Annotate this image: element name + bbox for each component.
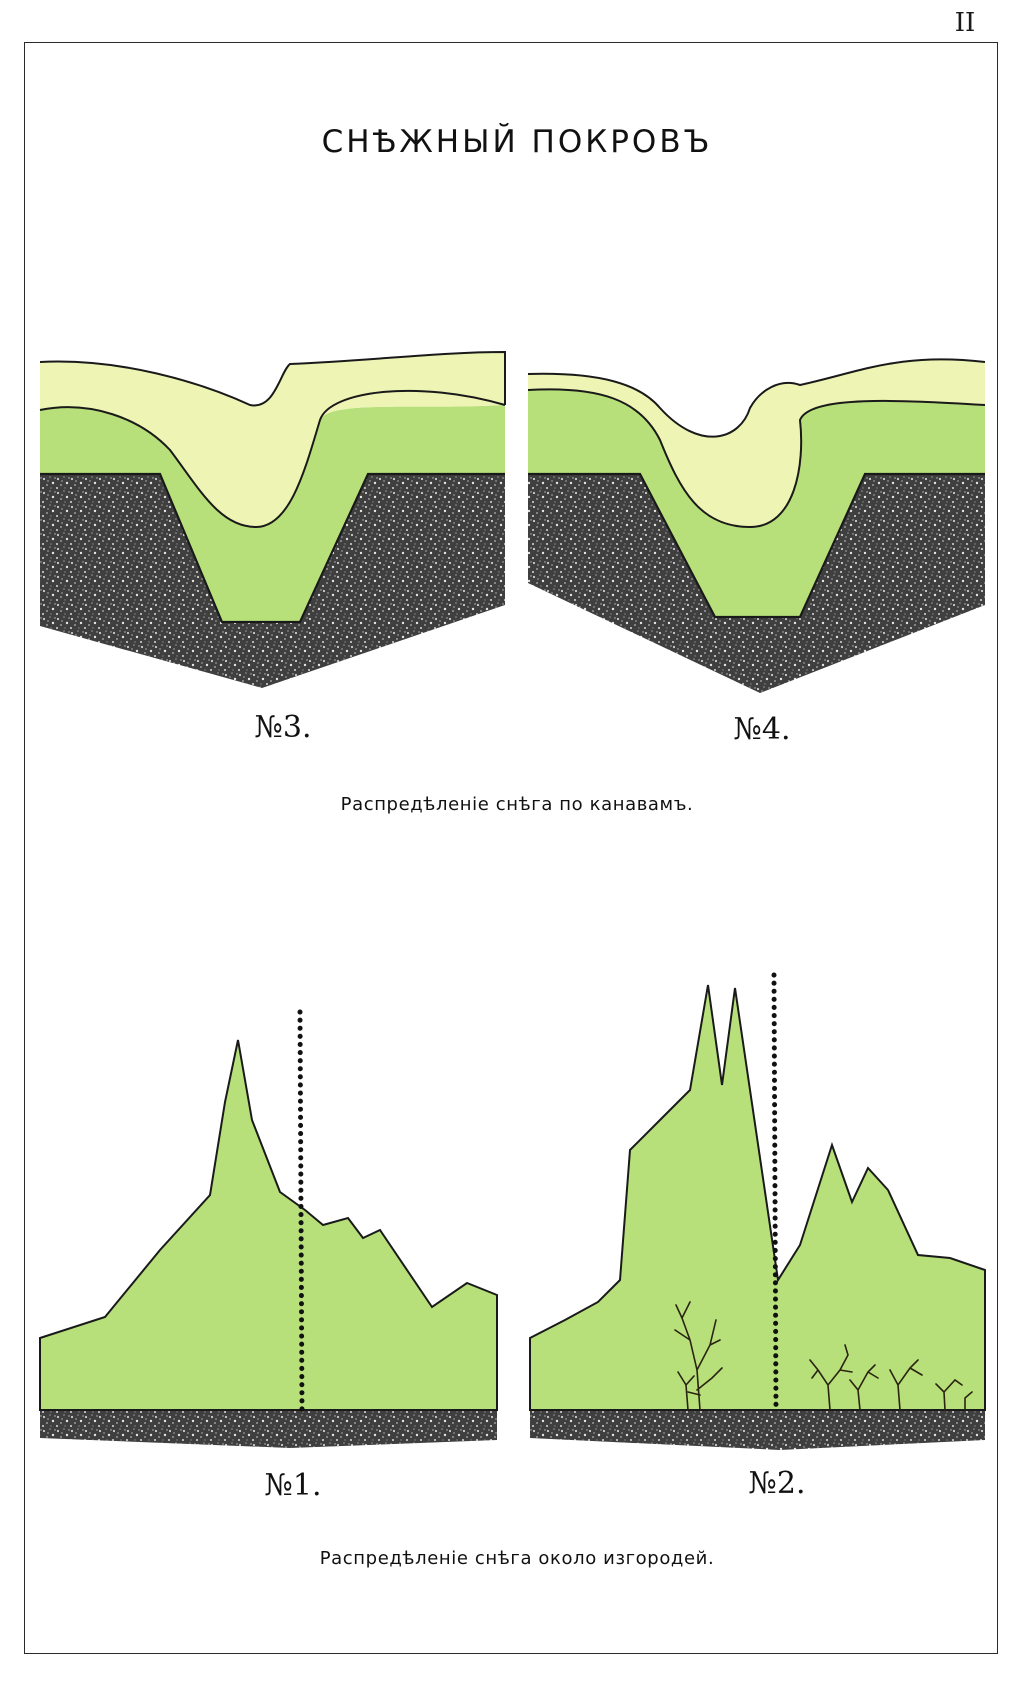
figure-4-ditch	[527, 358, 986, 693]
fig2-shrubs	[674, 1301, 973, 1411]
figure-1-hedge	[39, 1009, 498, 1448]
fig4-soil	[528, 474, 985, 693]
figure-2-hedge	[529, 972, 986, 1450]
fig1-soil	[40, 1410, 497, 1448]
fig4-label: №4.	[733, 712, 791, 747]
fig2-snow-drift	[529, 984, 986, 1411]
caption-hedges: Распредѣленіе снѣга около изгородей.	[319, 1548, 715, 1569]
fig3-outline-ground	[40, 472, 505, 624]
fig1-hedge-dotted-line	[297, 1009, 305, 1413]
figure-3-ditch	[39, 350, 506, 688]
fig3-snow-green	[40, 405, 505, 622]
fig3-outline-surface	[39, 350, 506, 407]
fig3-label: №3.	[254, 710, 312, 745]
caption-ditches: Распредѣленіе снѣга по канавамъ.	[340, 794, 694, 815]
fig2-soil	[530, 1410, 985, 1450]
fig2-hedge-dotted-line	[771, 972, 779, 1413]
plate-title: СНѢЖНЫЙ ПОКРОВЪ	[321, 124, 713, 160]
fig1-label: №1.	[264, 1468, 322, 1503]
fig4-outline-ground	[528, 472, 985, 619]
fig4-outline-layer	[527, 388, 986, 529]
fig3-outline-layer	[39, 389, 506, 529]
fig2-label: №2.	[748, 1466, 806, 1501]
fig4-outline-surface	[527, 358, 986, 438]
fig4-snow-light	[528, 359, 985, 527]
fig1-snow-drift	[39, 1039, 498, 1411]
plate-number: II	[954, 8, 976, 38]
plate-frame	[24, 42, 998, 1654]
fig3-snow-light	[40, 352, 505, 527]
fig3-soil	[40, 474, 505, 688]
fig4-snow-green	[528, 389, 985, 617]
